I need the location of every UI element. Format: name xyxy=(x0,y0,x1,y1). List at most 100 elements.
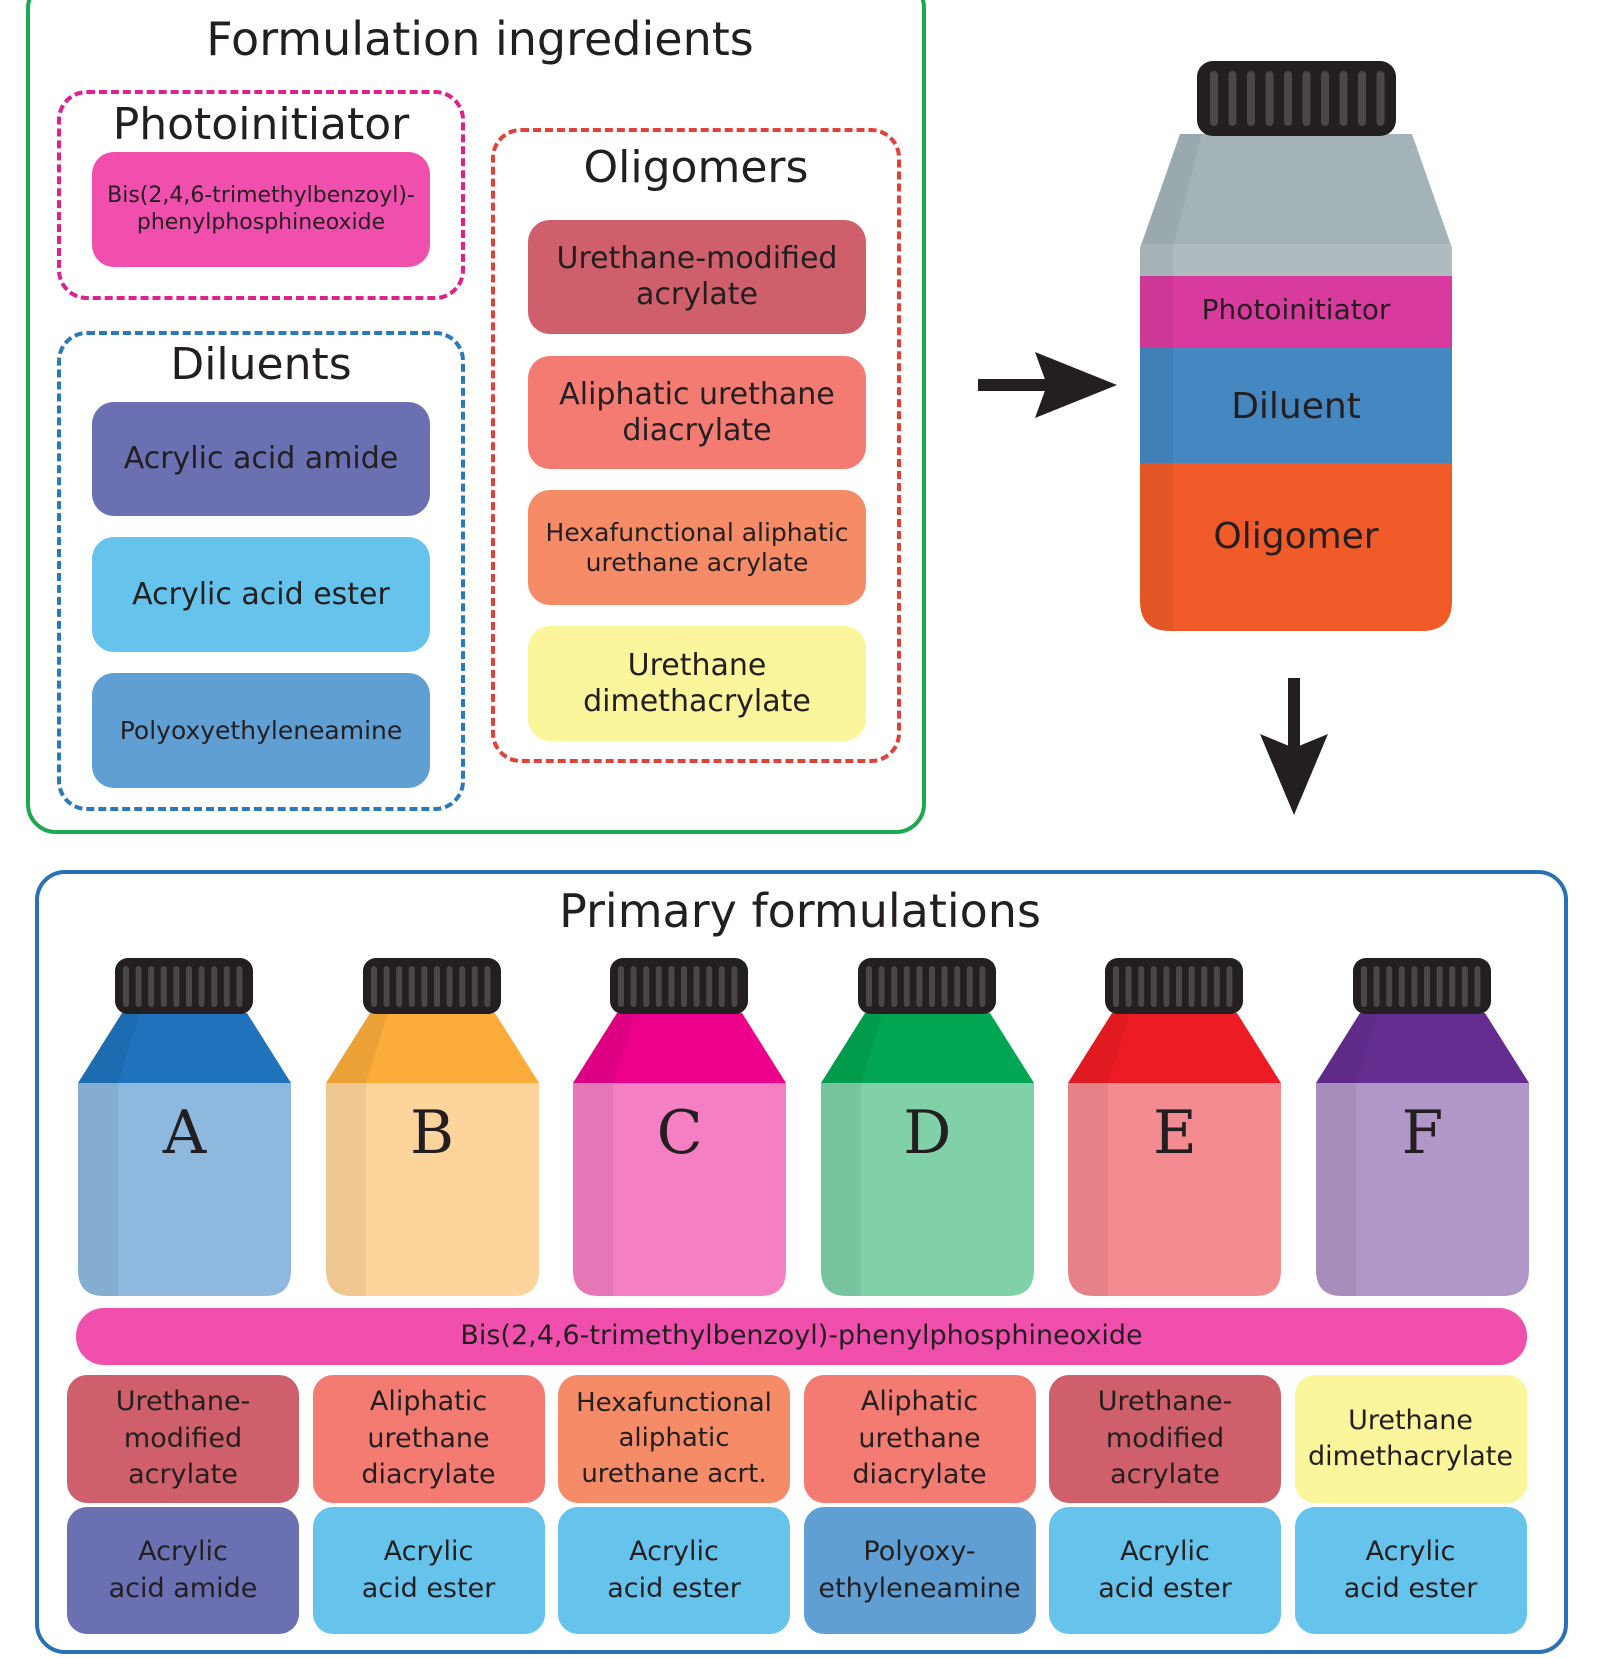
cap-ridge xyxy=(941,966,948,1007)
cap-ridge xyxy=(1386,966,1393,1007)
cap-ridge xyxy=(420,966,427,1007)
cap-ridge xyxy=(186,966,192,1007)
diluents-group xyxy=(57,331,465,811)
oligomer-item: Urethane-modified acrylate xyxy=(528,220,866,334)
formulation-diluent: Acrylic acid ester xyxy=(312,1507,545,1634)
formulation-letter: B xyxy=(410,1098,455,1168)
diluent-item: Acrylic acid amide xyxy=(92,402,430,516)
cap-ridge xyxy=(655,966,662,1007)
oligomers-heading: Oligomers xyxy=(583,142,809,193)
diluent-item: Acrylic acid ester xyxy=(92,537,430,652)
cap-ridge xyxy=(916,966,923,1007)
layer-diluent xyxy=(1140,348,1452,463)
arrow-right-icon xyxy=(978,352,1117,418)
cap-ridge xyxy=(408,966,415,1007)
cap-ridge xyxy=(1163,966,1170,1007)
oligomer-item: Urethane dimethacrylate xyxy=(528,626,866,741)
formulation-letter: C xyxy=(656,1098,703,1168)
cap-ridge xyxy=(1214,966,1221,1007)
cap-ridge xyxy=(1376,71,1385,126)
photoinitiator-item: Bis(2,4,6-trimethylbenzoyl)- phenylphosp… xyxy=(92,152,430,267)
cap-ridge xyxy=(148,966,155,1007)
cap-ridge xyxy=(160,966,167,1007)
photoinitiator-heading: Photoinitiator xyxy=(112,99,410,150)
bottle-body xyxy=(573,1083,787,1296)
cap-ridge xyxy=(1449,966,1456,1007)
cap-ridge xyxy=(1210,71,1218,126)
formulation-bottle-d xyxy=(820,958,1034,1296)
formulation-bottle-a xyxy=(78,958,291,1296)
oligomer-item: Aliphatic urethane diacrylate xyxy=(528,356,866,469)
cap-ridge xyxy=(1321,71,1329,126)
primary-formulations-panel xyxy=(35,870,1568,1654)
bottle-body xyxy=(1068,1083,1282,1296)
cap-ridge xyxy=(1151,966,1158,1007)
cap-ridge xyxy=(1228,71,1237,126)
cap-ridge xyxy=(433,966,440,1007)
cap-ridge xyxy=(681,966,688,1007)
formulation-oligomer: Urethane- modified acrylate xyxy=(1049,1375,1281,1503)
cap-ridge xyxy=(1265,71,1274,126)
cap-ridge xyxy=(1113,966,1120,1007)
cap-ridge xyxy=(953,966,960,1007)
cap-ridge xyxy=(643,966,650,1007)
cap-ridge xyxy=(890,966,897,1007)
formulation-diluent: Acrylic acid ester xyxy=(558,1507,790,1634)
cap-ridge xyxy=(1474,966,1481,1007)
cap-ridge xyxy=(1361,966,1367,1007)
cap-ridge xyxy=(1373,966,1380,1007)
cap-ridge xyxy=(173,966,180,1007)
layer-label: Oligomer xyxy=(1213,516,1378,557)
cap-ridge xyxy=(718,966,725,1007)
formulation-oligomer: Urethane- modified acrylate xyxy=(67,1375,299,1503)
oligomers-group xyxy=(491,128,901,763)
cap-ridge xyxy=(483,966,490,1007)
cap-ridge xyxy=(630,966,637,1007)
formulation-bottle-e xyxy=(1068,958,1282,1296)
cap-ridge xyxy=(878,966,885,1007)
formulation-oligomer: Aliphatic urethane diacrylate xyxy=(312,1375,545,1503)
formulation-oligomer: Hexafunctional aliphatic urethane acrt. xyxy=(558,1375,790,1503)
ingredients-panel xyxy=(26,0,926,834)
formulation-bottle-c xyxy=(573,958,787,1296)
cap-ridge xyxy=(865,966,872,1007)
oligomer-item: Hexafunctional aliphatic urethane acryla… xyxy=(528,490,866,605)
bottle-empty-space xyxy=(1140,134,1452,276)
photoinitiator-bar: Bis(2,4,6-trimethylbenzoyl)-phenylphosph… xyxy=(76,1308,1527,1365)
formulation-diluent: Acrylic acid ester xyxy=(1049,1507,1281,1634)
layer-oligomer xyxy=(1140,463,1452,631)
cap-ridge xyxy=(1176,966,1183,1007)
cap-ridge xyxy=(693,966,700,1007)
cap-ridge xyxy=(1424,966,1430,1007)
bottle-body xyxy=(325,1083,539,1296)
cap-ridge xyxy=(1302,71,1311,126)
cap-ridge xyxy=(1411,966,1418,1007)
cap-ridge xyxy=(1125,966,1132,1007)
cap-ridge xyxy=(1188,966,1195,1007)
cap-ridge xyxy=(1138,966,1145,1007)
formulation-bottle-f xyxy=(1316,958,1529,1296)
cap-ridge xyxy=(618,966,625,1007)
layer-label: Diluent xyxy=(1231,386,1361,427)
formulation-letter: E xyxy=(1152,1098,1197,1168)
mixed-bottle: Photoinitiator Diluent Oligomer xyxy=(1140,61,1452,631)
formulation-bottle-b xyxy=(325,958,539,1296)
cap-ridge xyxy=(198,966,205,1007)
cap-ridge xyxy=(211,966,218,1007)
formulation-oligomer: Aliphatic urethane diacrylate xyxy=(803,1375,1036,1503)
cap-ridge xyxy=(135,966,142,1007)
cap-ridge xyxy=(1339,71,1348,126)
formulation-letter: D xyxy=(903,1098,952,1168)
cap-ridge xyxy=(458,966,465,1007)
arrow-down-icon xyxy=(1260,678,1328,815)
cap-ridge xyxy=(1201,966,1208,1007)
cap-ridge xyxy=(1247,71,1255,126)
cap-ridge xyxy=(668,966,675,1007)
layer-photoinitiator xyxy=(1140,276,1452,348)
formulation-diluent: Acrylic acid amide xyxy=(67,1507,299,1634)
photoinitiator-group xyxy=(57,90,465,300)
formulation-diluent: Polyoxy- ethyleneamine xyxy=(803,1507,1036,1634)
bottle-body xyxy=(820,1083,1034,1296)
cap-ridge xyxy=(1284,71,1292,126)
cap-ridge xyxy=(370,966,377,1007)
